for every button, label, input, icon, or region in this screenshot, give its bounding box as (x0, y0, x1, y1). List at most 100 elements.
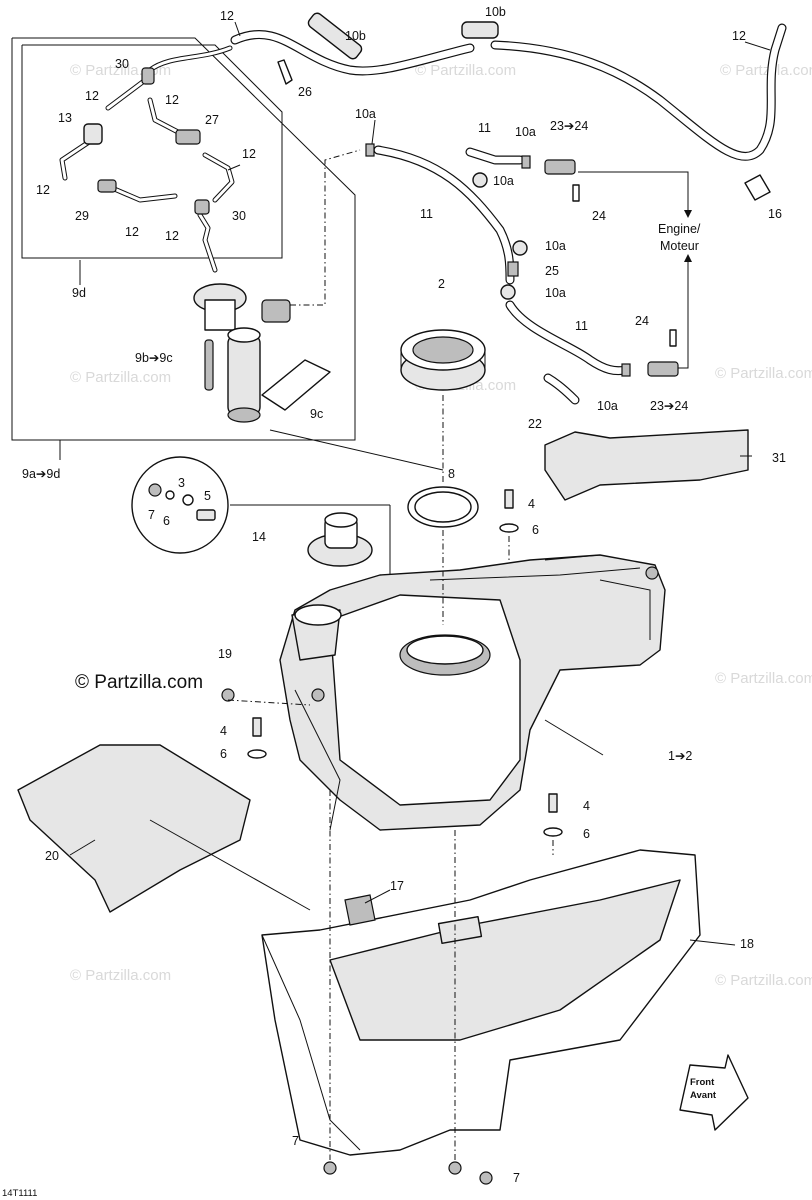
vent-hose-assembly (230, 12, 787, 201)
watermark: © Partzilla.com (715, 365, 812, 382)
callout-11: 11 (420, 207, 433, 221)
hose-sleeve (461, 21, 499, 39)
nut (323, 1161, 337, 1175)
watermark: © Partzilla.com (70, 967, 171, 984)
fuel-line-assembly (365, 143, 692, 405)
callout-7: 7 (148, 508, 155, 522)
washer (543, 827, 563, 837)
tank-seal (407, 486, 479, 528)
callout-labels: 12 10b 10b 12 30 26 12 12 10a 13 27 11 1… (2, 5, 786, 1199)
alignment-lines (149, 395, 601, 1160)
hose-clamp (744, 174, 771, 201)
callout-4: 4 (528, 497, 535, 511)
check-valve (97, 179, 117, 193)
callout-14: 14 (252, 530, 266, 544)
oetiker-clamp (472, 172, 488, 188)
callout-12: 12 (732, 29, 746, 43)
front-direction-arrow[interactable]: Front Avant (679, 1054, 749, 1131)
callout-30: 30 (115, 57, 129, 71)
callout-12: 12 (85, 89, 99, 103)
callout-6: 6 (220, 747, 227, 761)
hose-clamp (621, 363, 631, 377)
bolt (548, 793, 558, 813)
hose-sleeve (307, 12, 363, 60)
callout-9b-9c: 9b➔9c (135, 351, 173, 365)
lock-ring (400, 329, 486, 391)
callout-12: 12 (36, 183, 50, 197)
engine-label-line2: Moteur (660, 239, 699, 253)
callout-6: 6 (532, 523, 539, 537)
hose-clip (277, 59, 293, 85)
callout-18: 18 (740, 937, 754, 951)
callout-10a: 10a (515, 125, 536, 139)
bolt (504, 489, 514, 509)
callout-2: 2 (438, 277, 445, 291)
callout-3: 3 (178, 476, 185, 490)
callout-12: 12 (165, 229, 179, 243)
fasteners (221, 489, 563, 1185)
nut (448, 1161, 462, 1175)
grommet (221, 688, 235, 702)
rubber-pad (344, 894, 376, 926)
watermark: © Partzilla.com (715, 972, 812, 989)
callout-10b: 10b (485, 5, 506, 19)
callout-7: 7 (513, 1171, 520, 1185)
callout-4: 4 (220, 724, 227, 738)
washer (499, 523, 519, 533)
watermark: © Partzilla.com (720, 62, 812, 79)
tank-support-tray (261, 849, 701, 1156)
callout-23-24: 23➔24 (650, 399, 688, 413)
watermark: © Partzilla.com (415, 62, 516, 79)
hose-clamp (365, 143, 375, 157)
callout-9c: 9c (310, 407, 323, 421)
callout-9d: 9d (72, 286, 86, 300)
hose-clamp (521, 155, 531, 169)
callout-25: 25 (545, 264, 559, 278)
callout-30: 30 (232, 209, 246, 223)
callout-5: 5 (204, 489, 211, 503)
callout-9a-9d: 9a➔9d (22, 467, 60, 481)
callout-24: 24 (592, 209, 606, 223)
callout-10a: 10a (355, 107, 376, 121)
callout-12: 12 (125, 225, 139, 239)
callout-16: 16 (768, 207, 782, 221)
nut (479, 1171, 493, 1185)
watermark: © Partzilla.com (70, 369, 171, 386)
leader-lines (59, 21, 771, 946)
callout-24: 24 (635, 314, 649, 328)
retainer-clip (572, 184, 580, 202)
tee-fitting (194, 199, 210, 215)
callout-10a: 10a (545, 286, 566, 300)
elbow-fitting (141, 67, 155, 85)
callout-12: 12 (165, 93, 179, 107)
callout-4: 4 (583, 799, 590, 813)
callout-10a: 10a (545, 239, 566, 253)
callout-31: 31 (772, 451, 786, 465)
hardware-detail-bubble (131, 456, 229, 554)
avant-label: Avant (690, 1090, 717, 1101)
fuel-filter (83, 123, 103, 145)
callout-11: 11 (478, 121, 491, 135)
callout-11: 11 (575, 319, 588, 333)
callout-29: 29 (75, 209, 89, 223)
oetiker-clamp (512, 240, 528, 256)
callout-27: 27 (205, 113, 219, 127)
callout-13: 13 (58, 111, 72, 125)
oetiker-clamp (500, 284, 516, 300)
washer (247, 749, 267, 759)
retainer-clip (669, 329, 677, 347)
callout-12: 12 (242, 147, 256, 161)
watermark: © Partzilla.com (715, 670, 812, 687)
copyright-notice: © Partzilla.com (75, 672, 203, 693)
bolt (252, 717, 262, 737)
callout-17: 17 (390, 879, 404, 893)
quick-connector (544, 159, 576, 175)
callout-7: 7 (292, 1134, 299, 1148)
callout-23-24: 23➔24 (550, 119, 588, 133)
callout-8: 8 (448, 467, 455, 481)
skid-plate (17, 744, 251, 913)
callout-1-2: 1➔2 (668, 749, 692, 763)
callout-22: 22 (528, 417, 542, 431)
heat-shield (544, 429, 749, 501)
